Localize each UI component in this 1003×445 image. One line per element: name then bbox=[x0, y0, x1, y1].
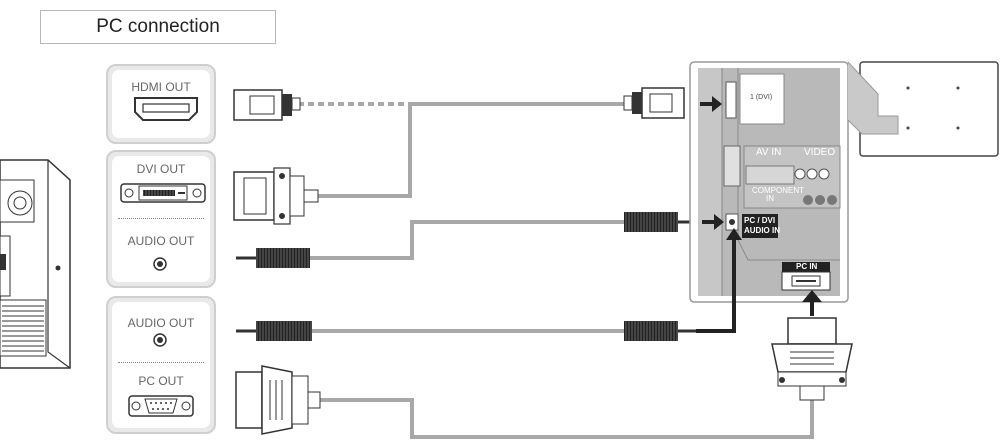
tv-audio-in-label: AUDIO IN bbox=[744, 226, 780, 235]
audio-out-label-2: AUDIO OUT bbox=[127, 316, 195, 330]
arrow-audio-icon bbox=[702, 214, 724, 230]
audio-plug-right-2-icon bbox=[624, 321, 696, 341]
audio-plug-left-2-icon bbox=[236, 321, 312, 341]
hdmi-plug-right-icon bbox=[623, 87, 685, 119]
vga-plug-right-icon bbox=[771, 317, 853, 401]
page-title: PC connection bbox=[40, 10, 276, 44]
tv-component-label: COMPONENT bbox=[752, 186, 804, 195]
dvi-out-label: DVI OUT bbox=[136, 162, 186, 176]
vga-port-icon bbox=[128, 395, 194, 417]
audio-out-label-1: AUDIO OUT bbox=[127, 234, 195, 248]
tv-av-in-label: AV IN bbox=[756, 147, 782, 158]
hdmi-port-icon bbox=[134, 97, 198, 121]
tv-rear-panel bbox=[689, 61, 849, 303]
dvi-plug-icon bbox=[233, 167, 319, 225]
tv-hdmi-port-label: 1 (DVI) bbox=[750, 94, 773, 101]
hdmi-plug-left-icon bbox=[233, 89, 301, 121]
tv-video-label: VIDEO bbox=[804, 147, 836, 158]
pc-tower-icon bbox=[0, 159, 71, 369]
cables bbox=[298, 102, 814, 439]
arrow-hdmi-icon bbox=[700, 96, 722, 112]
tv-thumbnail-icon bbox=[847, 61, 999, 157]
tv-pc-in-label: PC IN bbox=[796, 262, 818, 271]
arrow-pc-in-icon bbox=[802, 290, 822, 316]
dvi-port-icon bbox=[120, 183, 206, 203]
audio-plug-left-1-icon bbox=[236, 248, 310, 268]
tv-component-in-label: IN bbox=[766, 194, 774, 203]
pc-out-label: PC OUT bbox=[138, 374, 184, 388]
tv-pc-dvi-label: PC / DVI bbox=[744, 216, 776, 225]
audio-plug-right-1-icon bbox=[624, 212, 696, 232]
hdmi-out-label: HDMI OUT bbox=[131, 80, 191, 94]
audio-jack-icon-2 bbox=[153, 333, 167, 347]
vga-plug-left-icon bbox=[235, 365, 321, 435]
audio-jack-icon bbox=[153, 257, 167, 271]
arrow-audio-2-icon bbox=[696, 228, 742, 333]
